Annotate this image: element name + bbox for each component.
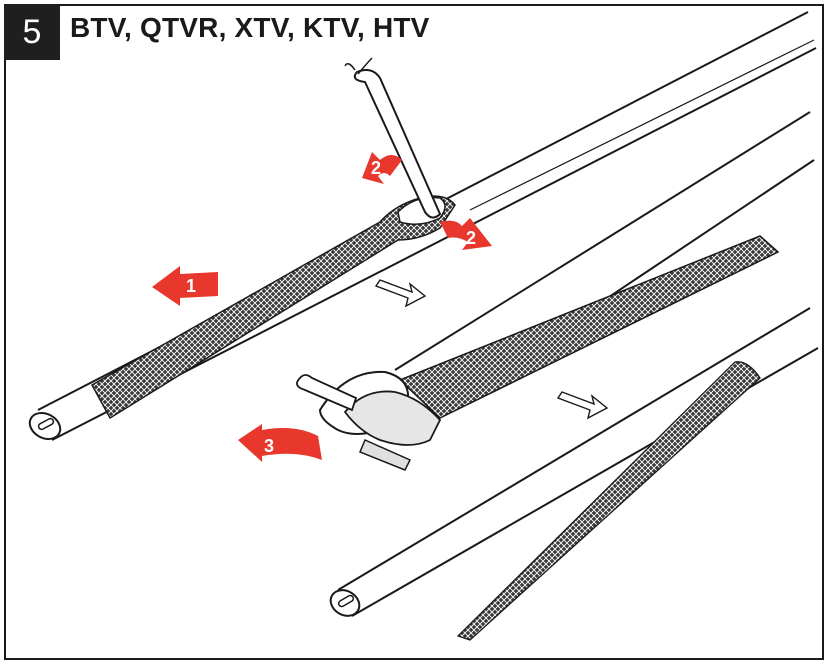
step-title: BTV, QTVR, XTV, KTV, HTV xyxy=(70,12,430,43)
spudger-tool-middle xyxy=(296,374,358,412)
braid-sleeve-middle xyxy=(398,235,780,419)
braid-sleeve-top xyxy=(90,195,456,420)
flow-arrow-icon xyxy=(374,279,427,308)
flow-arrow-icon xyxy=(556,391,609,420)
red-arrow-2-upper: 2 xyxy=(362,152,402,184)
marker-3-label: 3 xyxy=(264,436,274,456)
marker-1-label: 1 xyxy=(186,276,196,296)
red-arrow-2-lower: 2 xyxy=(440,218,492,250)
red-arrow-1: 1 xyxy=(152,266,218,306)
spudger-tool-top xyxy=(344,57,442,219)
marker-2b-label: 2 xyxy=(466,228,476,248)
marker-2a-label: 2 xyxy=(371,158,381,178)
red-arrow-3: 3 xyxy=(238,424,322,462)
step-number: 5 xyxy=(4,4,60,60)
braid-sleeve-removed xyxy=(456,361,761,641)
insulation-wrap xyxy=(318,370,442,471)
